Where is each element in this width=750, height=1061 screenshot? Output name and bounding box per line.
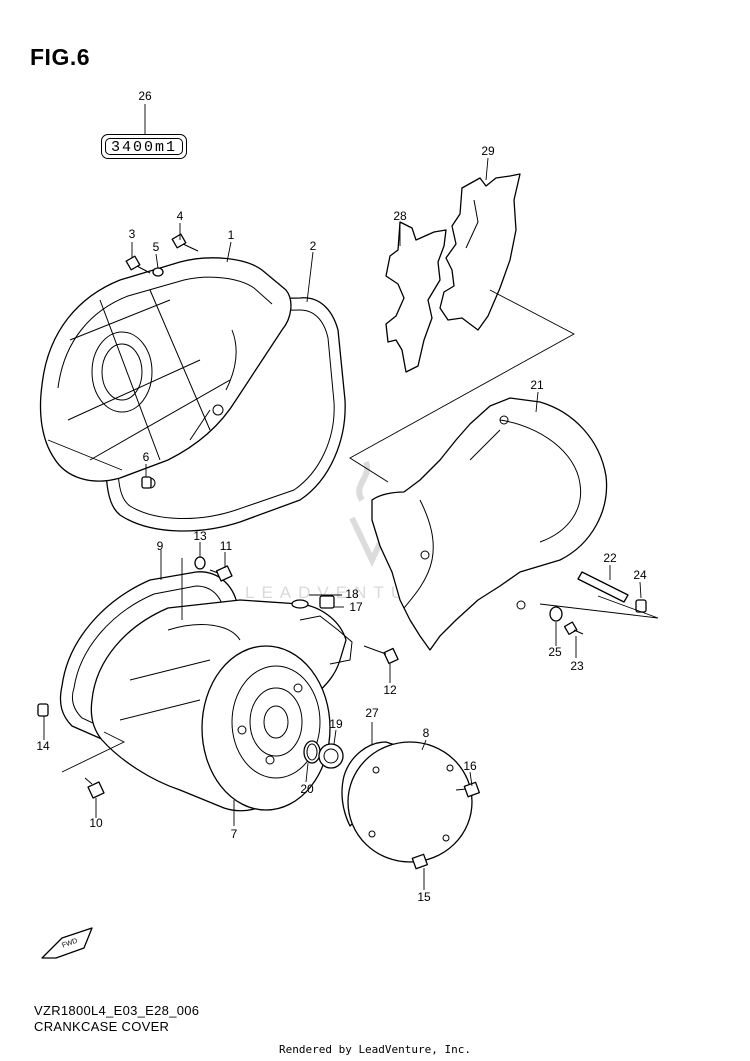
part-dowel-14 xyxy=(37,703,49,717)
part-cap-19 xyxy=(318,743,344,769)
part-bolt-11 xyxy=(209,565,233,582)
callout-25: 25 xyxy=(548,645,562,659)
part-bolt-10 xyxy=(84,777,105,799)
part-dowel-6 xyxy=(141,476,152,489)
callout-5: 5 xyxy=(152,240,160,254)
part-timing-cover-8 xyxy=(347,741,473,863)
callout-29: 29 xyxy=(481,144,495,158)
callout-11: 11 xyxy=(219,539,233,553)
part-plug-17 xyxy=(319,595,335,609)
part-clutch-cover-1 xyxy=(39,257,292,489)
part-bolt-23 xyxy=(563,621,584,635)
callout-3: 3 xyxy=(128,227,136,241)
callout-21: 21 xyxy=(530,378,544,392)
part-o-ring-18 xyxy=(291,599,309,609)
callout-18: 18 xyxy=(345,587,359,601)
callout-19: 19 xyxy=(329,717,343,731)
part-bolt-15 xyxy=(411,853,428,870)
callout-20: 20 xyxy=(300,782,314,796)
part-crankcase-cover-7 xyxy=(90,599,353,812)
part-bolt-3 xyxy=(125,255,151,274)
callout-7: 7 xyxy=(230,827,238,841)
part-washer-13 xyxy=(194,556,206,570)
callout-28: 28 xyxy=(393,209,407,223)
callout-12: 12 xyxy=(383,683,397,697)
part-outer-cover-21 xyxy=(371,397,608,651)
sealant-quantity: 3400m1 xyxy=(105,138,183,156)
part-collar-25 xyxy=(549,606,563,622)
callout-27: 27 xyxy=(365,706,379,720)
sealant-quantity-box: 3400m1 xyxy=(101,134,187,159)
callout-1: 1 xyxy=(227,228,235,242)
figure-title: FIG.6 xyxy=(30,44,91,70)
callout-15: 15 xyxy=(417,890,431,904)
watermark-text: LEADVENTURE xyxy=(245,583,448,602)
callout-26: 26 xyxy=(138,89,152,103)
figure-description: CRANKCASE COVER xyxy=(34,1019,170,1034)
callout-6: 6 xyxy=(142,450,150,464)
part-stud-22 xyxy=(577,571,629,603)
part-washer-5 xyxy=(152,267,164,277)
callout-10: 10 xyxy=(89,816,103,830)
part-bolt-4 xyxy=(171,233,199,252)
assembly-guide-lines xyxy=(47,289,659,773)
callout-leaders xyxy=(43,104,642,890)
callout-8: 8 xyxy=(422,726,430,740)
callout-4: 4 xyxy=(176,209,184,223)
callout-2: 2 xyxy=(309,239,317,253)
render-credit: Rendered by LeadVenture, Inc. xyxy=(278,1043,472,1056)
part-bolt-16 xyxy=(455,781,480,798)
part-o-ring-20 xyxy=(303,740,321,764)
callout-23: 23 xyxy=(570,659,584,673)
model-code: VZR1800L4_E03_E28_006 xyxy=(34,1003,200,1018)
callout-24: 24 xyxy=(633,568,647,582)
callout-13: 13 xyxy=(193,529,207,543)
callout-22: 22 xyxy=(603,551,617,565)
callout-9: 9 xyxy=(156,539,164,553)
part-plate-28 xyxy=(385,221,447,373)
part-bolt-12 xyxy=(363,645,399,665)
part-plate-29 xyxy=(439,173,521,331)
callout-17: 17 xyxy=(349,600,363,614)
callout-14: 14 xyxy=(36,739,50,753)
fwd-arrow-icon xyxy=(41,927,93,959)
callout-16: 16 xyxy=(463,759,477,773)
